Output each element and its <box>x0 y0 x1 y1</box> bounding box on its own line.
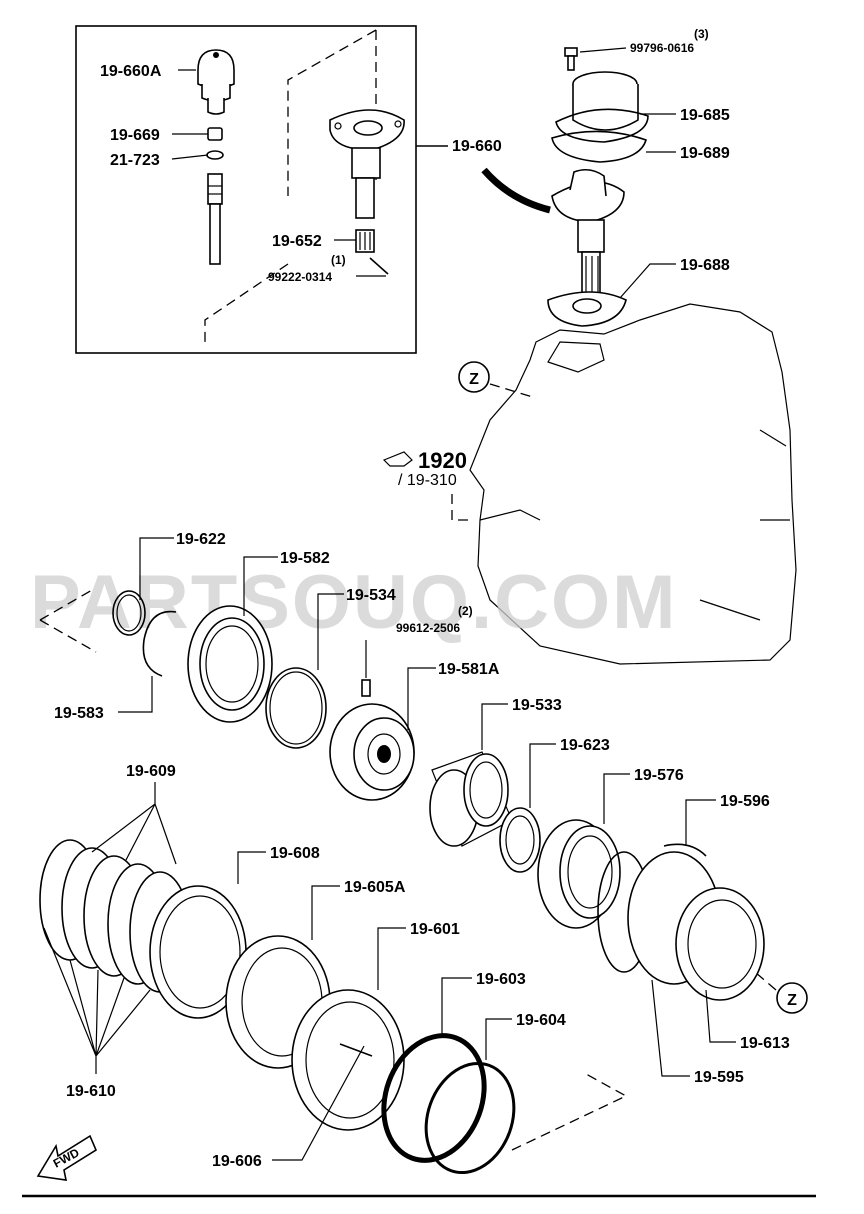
part-19-603[interactable] <box>367 1021 501 1174</box>
part-rod[interactable] <box>207 173 223 265</box>
callout-99796-qty: (3) <box>694 27 709 41</box>
callout-19-608: 19-608 <box>270 845 320 862</box>
callout-19-689: 19-689 <box>680 145 730 162</box>
leader-lines <box>43 69 736 1161</box>
part-19-604[interactable] <box>411 1051 528 1185</box>
callout-19-534: 19-534 <box>346 587 396 604</box>
part-19-533[interactable] <box>429 751 513 847</box>
fwd-arrow-icon: FWD <box>36 1134 98 1181</box>
callout-19-583: 19-583 <box>54 705 104 722</box>
callout-99612-qty: (2) <box>458 604 473 618</box>
part-19-660-housing[interactable] <box>329 109 405 219</box>
callout-99222-qty: (1) <box>331 253 346 267</box>
leader-99796 <box>579 47 627 53</box>
marker-z-bottom: Z <box>747 965 808 1014</box>
callout-19-613: 19-613 <box>740 1035 790 1052</box>
part-21-723[interactable] <box>206 150 224 160</box>
part-19-688[interactable] <box>547 291 627 327</box>
svg-text:1920: 1920 <box>418 448 467 473</box>
part-19-601[interactable] <box>291 989 405 1131</box>
part-19-669[interactable] <box>207 127 223 141</box>
callout-19-660A: 19-660A <box>100 63 162 80</box>
callout-19-604: 19-604 <box>516 1012 566 1029</box>
part-19-576[interactable] <box>537 819 621 929</box>
callout-labels: 19-660A 19-669 21-723 19-660 19-652 (1) … <box>54 27 790 1170</box>
transmission-case <box>469 303 797 665</box>
svg-text:Z: Z <box>787 992 797 1009</box>
inset-guide-dash <box>204 29 377 345</box>
svg-text:/ 19-310: / 19-310 <box>398 472 457 489</box>
callout-19-581A: 19-581A <box>438 661 500 678</box>
install-arrow <box>481 167 551 214</box>
callout-19-622: 19-622 <box>176 531 226 548</box>
seal-guide-dash <box>511 1073 628 1151</box>
callout-19-596: 19-596 <box>720 793 770 810</box>
callout-21-723: 21-723 <box>110 152 160 169</box>
inset-box <box>75 25 417 354</box>
part-pin-99612[interactable] <box>361 679 371 697</box>
part-19-689[interactable] <box>551 130 647 163</box>
part-19-581A[interactable] <box>329 703 415 801</box>
pointing-hand-icon <box>382 451 413 467</box>
callout-99796-0616: 99796-0616 <box>630 41 694 55</box>
callout-19-652: 19-652 <box>272 233 322 250</box>
part-19-660-right[interactable] <box>551 168 625 297</box>
part-19-596[interactable] <box>663 843 707 857</box>
marker-z-top: Z <box>458 361 537 399</box>
callout-99612-2506: 99612-2506 <box>396 621 460 635</box>
callout-19-582: 19-582 <box>280 550 330 567</box>
part-19-534[interactable] <box>265 667 327 749</box>
part-pin-99222[interactable] <box>369 257 389 275</box>
callout-99222-0314: 99222-0314 <box>268 270 332 284</box>
svg-text:FWD: FWD <box>51 1145 82 1170</box>
callout-19-576: 19-576 <box>634 767 684 784</box>
callout-19-603: 19-603 <box>476 971 526 988</box>
part-19-582[interactable] <box>187 605 273 723</box>
part-19-623[interactable] <box>499 807 541 873</box>
callout-19-609: 19-609 <box>126 763 176 780</box>
part-19-583[interactable] <box>142 610 177 677</box>
callout-19-605A: 19-605A <box>344 879 406 896</box>
part-bolt-99796[interactable] <box>564 47 578 71</box>
callout-19-688: 19-688 <box>680 257 730 274</box>
callout-19-660: 19-660 <box>452 138 502 155</box>
part-19-622[interactable] <box>112 590 146 636</box>
part-19-595[interactable] <box>627 851 765 1001</box>
callout-19-610: 19-610 <box>66 1083 116 1100</box>
svg-text:Z: Z <box>469 371 479 388</box>
part-19-652[interactable] <box>355 229 375 253</box>
part-19-660A[interactable] <box>197 49 235 115</box>
callout-19-601: 19-601 <box>410 921 460 938</box>
reference-1920: 1920 / 19-310 <box>382 448 470 521</box>
lower-guide-dash <box>39 589 97 653</box>
callout-19-685: 19-685 <box>680 107 730 124</box>
callout-19-669: 19-669 <box>110 127 160 144</box>
part-19-685[interactable] <box>555 71 649 143</box>
callout-19-533: 19-533 <box>512 697 562 714</box>
callout-19-623: 19-623 <box>560 737 610 754</box>
callout-19-606: 19-606 <box>212 1153 262 1170</box>
callout-19-595: 19-595 <box>694 1069 744 1086</box>
